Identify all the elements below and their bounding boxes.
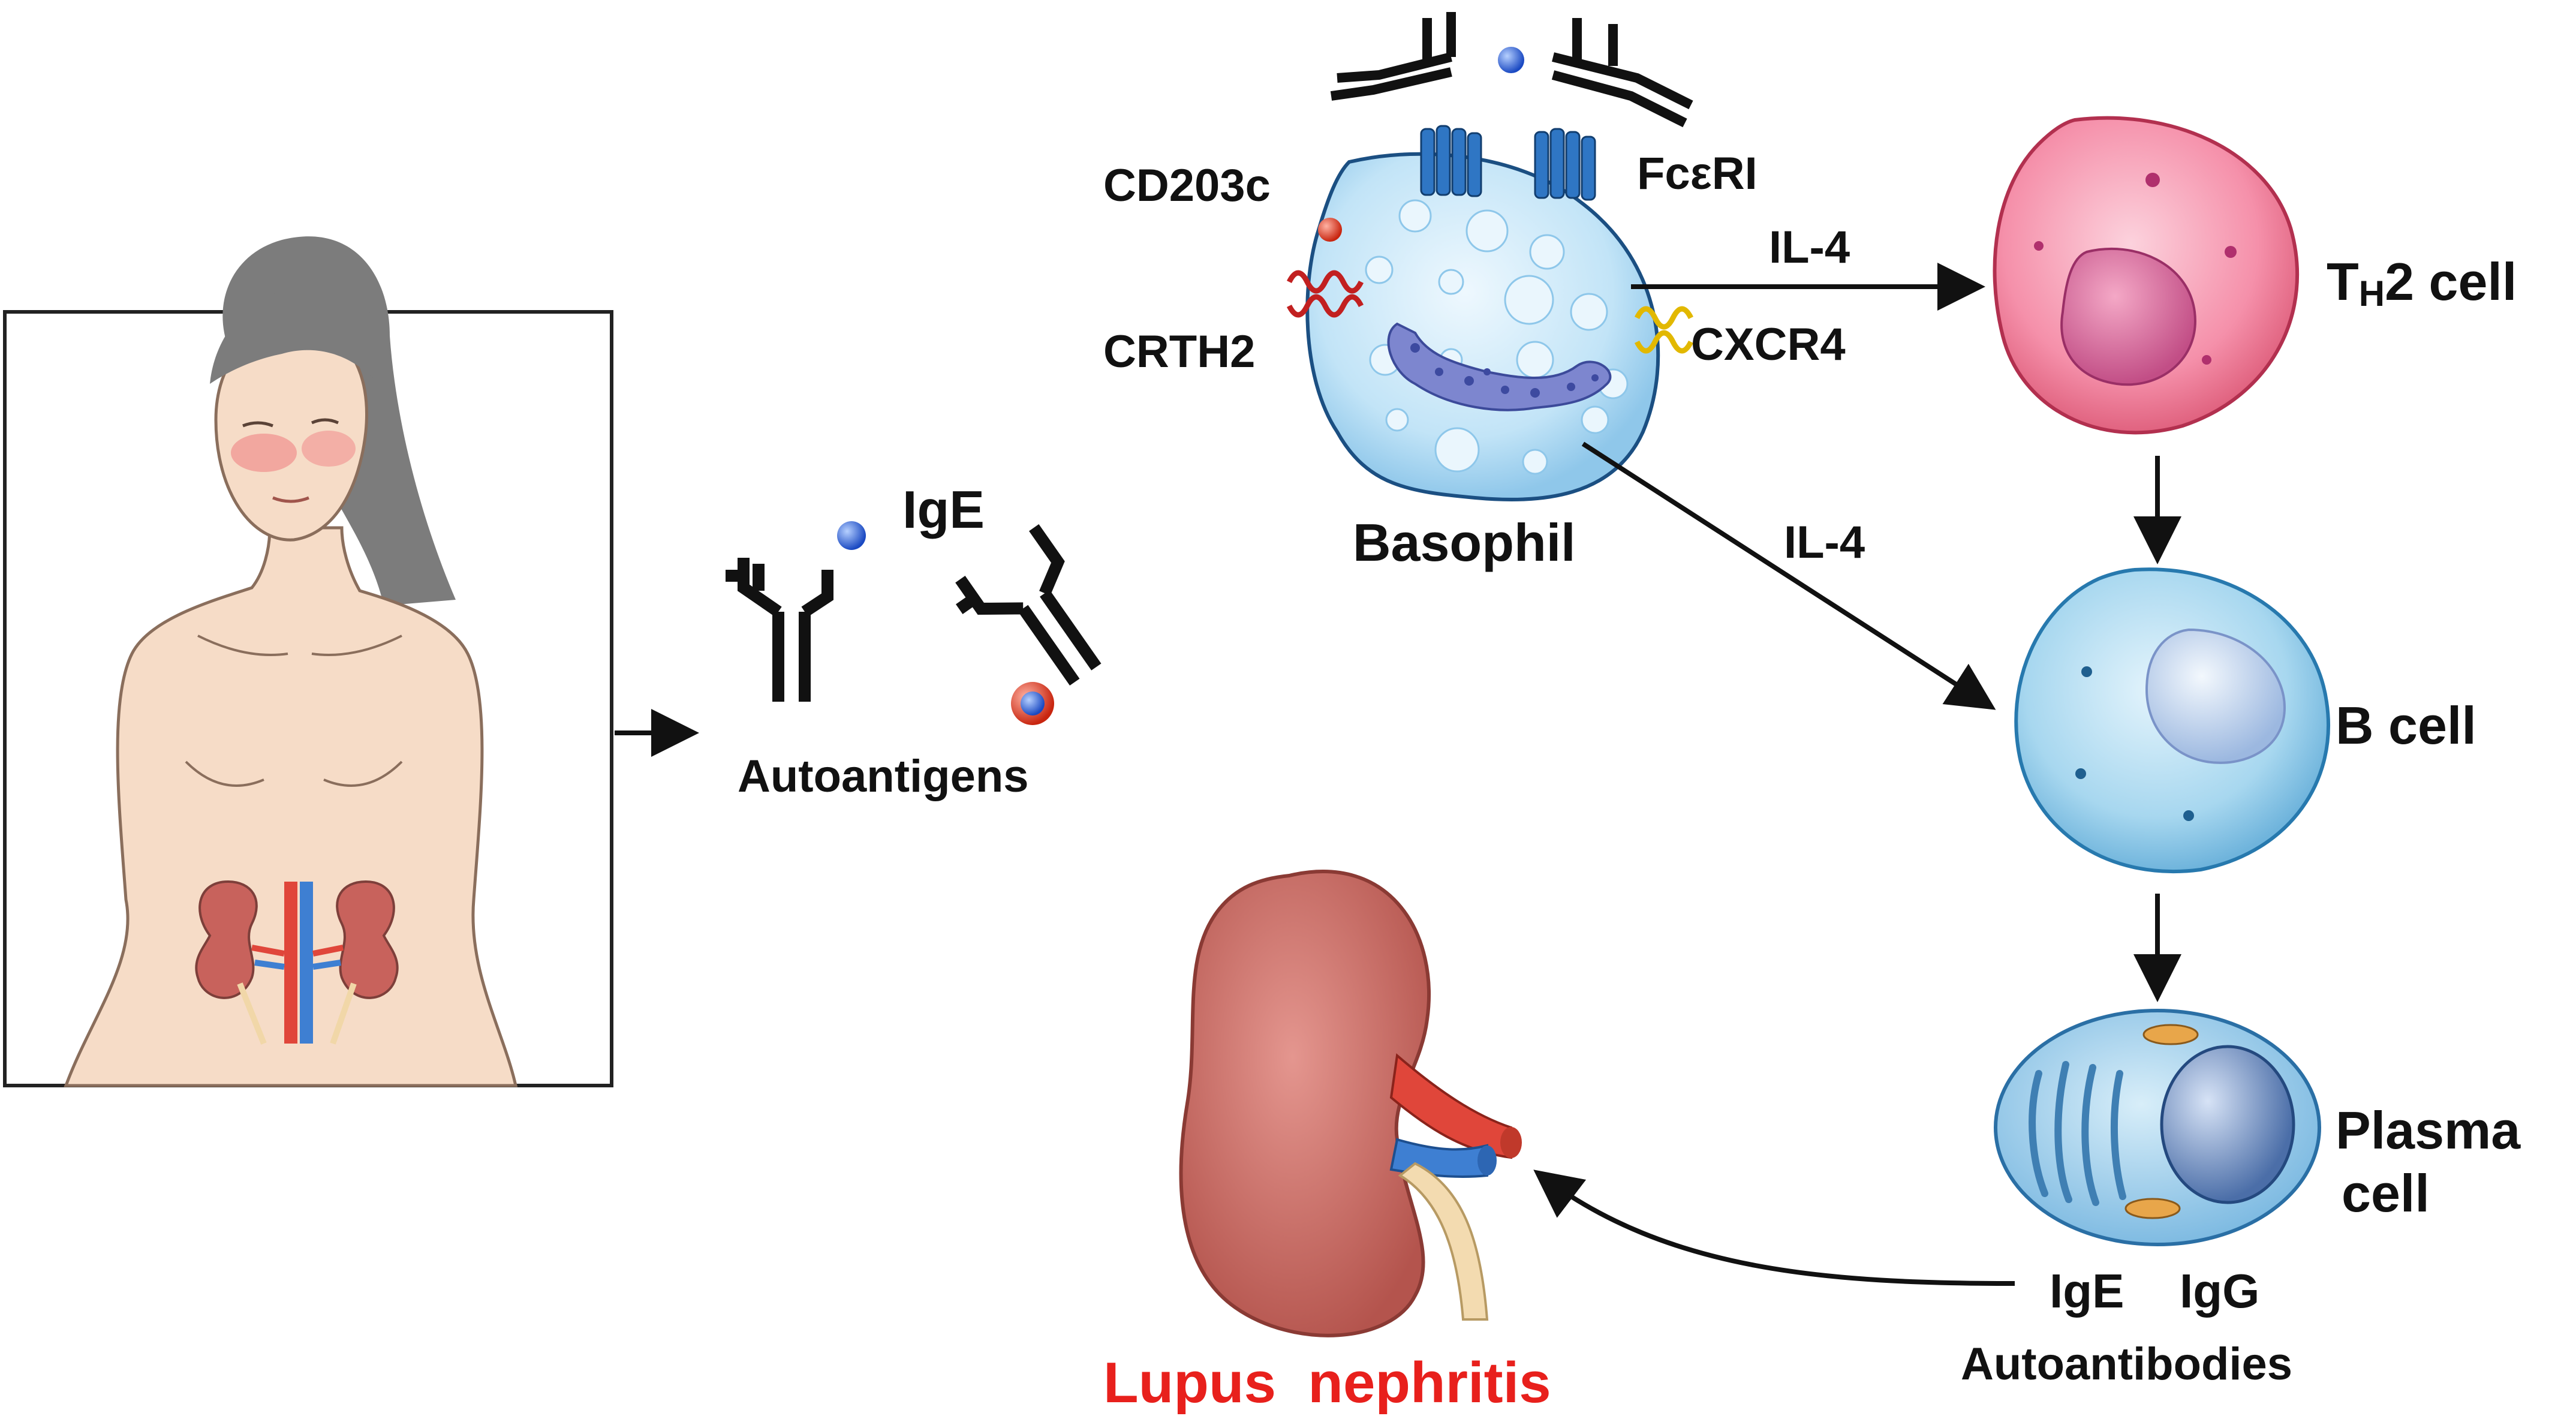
patient-kidney-left — [195, 880, 258, 999]
plasma-cell-label-line1: Plasma — [2336, 1101, 2521, 1160]
igg-bottom-label: IgG — [2180, 1264, 2259, 1318]
autoantigen-group: IgE Autoantigens — [726, 480, 1102, 802]
crth2-label: CRTH2 — [1103, 326, 1255, 377]
receptor-bound-ige-right — [1551, 18, 1693, 128]
b-cell-nucleus — [2145, 628, 2286, 764]
cd203c-marker — [1318, 218, 1342, 242]
patient-vena-cava — [300, 882, 313, 1044]
plasma-cell-label-line2: cell — [2342, 1164, 2430, 1223]
fceri-receptor-icon — [1420, 125, 1596, 201]
patient-illustration — [3, 236, 613, 1087]
arrow-autoantibodies-to-kidney — [1533, 1170, 2015, 1286]
b-cell — [2014, 567, 2331, 874]
fceri-label: FcεRI — [1637, 148, 1758, 199]
ureter — [1398, 1162, 1489, 1321]
lupus-kidney — [1179, 870, 1522, 1337]
ige-bottom-label: IgE — [2050, 1264, 2124, 1318]
il4-lower-label: IL-4 — [1784, 517, 1865, 568]
th2-nucleus — [2060, 247, 2196, 386]
basophil-cell — [1286, 12, 1694, 501]
autoantigens-label: Autoantigens — [738, 751, 1029, 802]
b-cell-label: B cell — [2336, 696, 2476, 755]
plasma-cell — [1994, 1009, 2321, 1246]
autoantigen-blue-dot — [837, 521, 866, 550]
crth2-receptor-icon — [1286, 270, 1364, 318]
lupus-nephritis-label: Lupus nephritis — [1103, 1351, 1551, 1415]
ige-antibody-icon — [726, 558, 833, 702]
ige-top-label: IgE — [902, 480, 985, 539]
autoantibodies-label: Autoantibodies — [1961, 1339, 2292, 1390]
receptor-bound-ige-left — [1330, 12, 1456, 101]
basophil-label: Basophil — [1353, 513, 1576, 572]
mitochondrion-bottom — [2124, 1198, 2181, 1219]
arrow-basophil-to-b-cell — [1581, 441, 1996, 710]
patient-kidney-right — [336, 880, 399, 999]
malar-rash — [231, 434, 297, 472]
patient-aorta — [284, 882, 297, 1044]
il4-top-label: IL-4 — [1769, 222, 1850, 273]
th2-cell — [1993, 116, 2300, 435]
th2-cell-label: TH2 cell — [2327, 252, 2517, 314]
plasma-cell-nucleus — [2160, 1045, 2295, 1204]
cxcr4-receptor-icon — [1634, 306, 1694, 354]
mitochondrion-top — [2142, 1024, 2199, 1045]
patient-body — [64, 526, 518, 1087]
ige-bound-antibody-icon — [955, 524, 1102, 686]
receptor-antigen-dot — [1498, 47, 1524, 73]
cxcr4-label: CXCR4 — [1691, 319, 1846, 370]
patient-hair-front — [210, 287, 387, 390]
cd203c-label: CD203c — [1103, 160, 1271, 211]
